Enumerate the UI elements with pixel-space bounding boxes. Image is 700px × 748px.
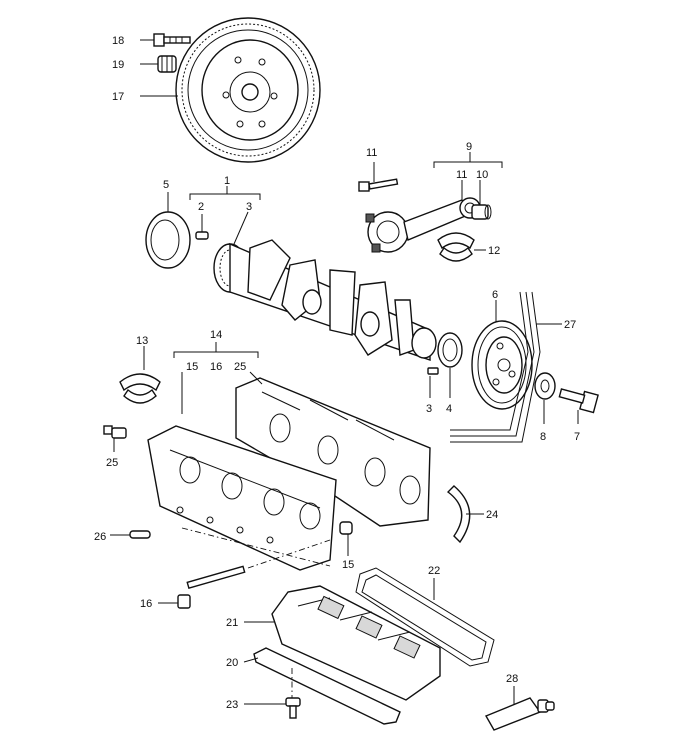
callout-14[interactable]: 14 bbox=[210, 329, 222, 341]
callout-21[interactable]: 21 bbox=[226, 617, 238, 629]
oil-scavenge-housing[interactable] bbox=[271, 585, 441, 701]
callout-7[interactable]: 7 bbox=[574, 431, 580, 443]
callout-22[interactable]: 22 bbox=[428, 565, 440, 577]
crankcase-upper[interactable] bbox=[235, 377, 431, 527]
connecting-rod[interactable] bbox=[365, 197, 481, 253]
callout-13[interactable]: 13 bbox=[136, 335, 148, 347]
main-bearing-shells[interactable] bbox=[119, 373, 161, 404]
alignment-pin[interactable] bbox=[129, 530, 151, 539]
small-end-bushing[interactable] bbox=[471, 204, 492, 220]
thrust-washer[interactable] bbox=[446, 485, 471, 544]
callout-3-lower[interactable]: 3 bbox=[426, 403, 432, 415]
callout-12[interactable]: 12 bbox=[488, 245, 500, 257]
pilot-bushing[interactable] bbox=[157, 55, 177, 73]
callout-6[interactable]: 6 bbox=[492, 289, 498, 301]
flywheel[interactable] bbox=[175, 17, 321, 163]
callout-4[interactable]: 4 bbox=[446, 403, 452, 415]
conrod-bearing-shells[interactable] bbox=[437, 232, 475, 262]
housing-screw[interactable] bbox=[285, 697, 301, 719]
callout-15-lower[interactable]: 15 bbox=[342, 559, 354, 571]
crankshaft-front-seal[interactable] bbox=[437, 332, 463, 368]
dowel-sleeve[interactable] bbox=[339, 521, 353, 535]
callout-5[interactable]: 5 bbox=[163, 179, 169, 191]
callout-8[interactable]: 8 bbox=[540, 431, 546, 443]
crankcase-through-bolt[interactable] bbox=[177, 565, 246, 609]
callout-16-upper[interactable]: 16 bbox=[210, 361, 222, 373]
callout-25-lower[interactable]: 25 bbox=[106, 457, 118, 469]
callout-19[interactable]: 19 bbox=[112, 59, 124, 71]
conrod-bolt[interactable] bbox=[358, 178, 399, 192]
callout-20[interactable]: 20 bbox=[226, 657, 238, 669]
callout-18[interactable]: 18 bbox=[112, 35, 124, 47]
oil-pan-gasket[interactable] bbox=[355, 567, 495, 667]
flywheel-bolt[interactable] bbox=[153, 33, 191, 47]
sealant-tube[interactable] bbox=[484, 697, 555, 731]
pulley-bolt[interactable] bbox=[558, 388, 599, 414]
crankcase-lower[interactable] bbox=[147, 425, 337, 571]
callout-2[interactable]: 2 bbox=[198, 201, 204, 213]
callout-9[interactable]: 9 bbox=[466, 141, 472, 153]
callout-11-upper[interactable]: 11 bbox=[366, 147, 377, 159]
callout-27[interactable]: 27 bbox=[564, 319, 576, 331]
drive-belt[interactable] bbox=[450, 291, 541, 443]
callout-15-upper[interactable]: 15 bbox=[186, 361, 198, 373]
callout-11-right[interactable]: 11 bbox=[456, 169, 467, 181]
woodruff-key[interactable] bbox=[427, 367, 439, 375]
crankshaft[interactable] bbox=[213, 239, 437, 361]
callout-16-lower[interactable]: 16 bbox=[140, 598, 152, 610]
dowel-pin[interactable] bbox=[195, 231, 209, 240]
callout-labels: 18 19 17 11 9 11 10 12 5 1 2 3 6 27 13 1… bbox=[94, 35, 580, 711]
callout-25-upper[interactable]: 25 bbox=[234, 361, 246, 373]
leader-lines bbox=[110, 39, 579, 705]
scavenge-housing-gasket[interactable] bbox=[253, 647, 401, 725]
belt-pulley[interactable] bbox=[471, 320, 533, 410]
crankcase-plug[interactable] bbox=[103, 425, 127, 439]
callout-26[interactable]: 26 bbox=[94, 531, 106, 543]
pulley-washer[interactable] bbox=[534, 372, 556, 400]
callout-3-upper[interactable]: 3 bbox=[246, 201, 252, 213]
callout-17[interactable]: 17 bbox=[112, 91, 124, 103]
callout-10[interactable]: 10 bbox=[476, 169, 488, 181]
crankshaft-rear-seal[interactable] bbox=[145, 211, 191, 269]
callout-28[interactable]: 28 bbox=[506, 673, 518, 685]
callout-24[interactable]: 24 bbox=[486, 509, 498, 521]
callout-23[interactable]: 23 bbox=[226, 699, 238, 711]
callout-1[interactable]: 1 bbox=[224, 175, 230, 187]
